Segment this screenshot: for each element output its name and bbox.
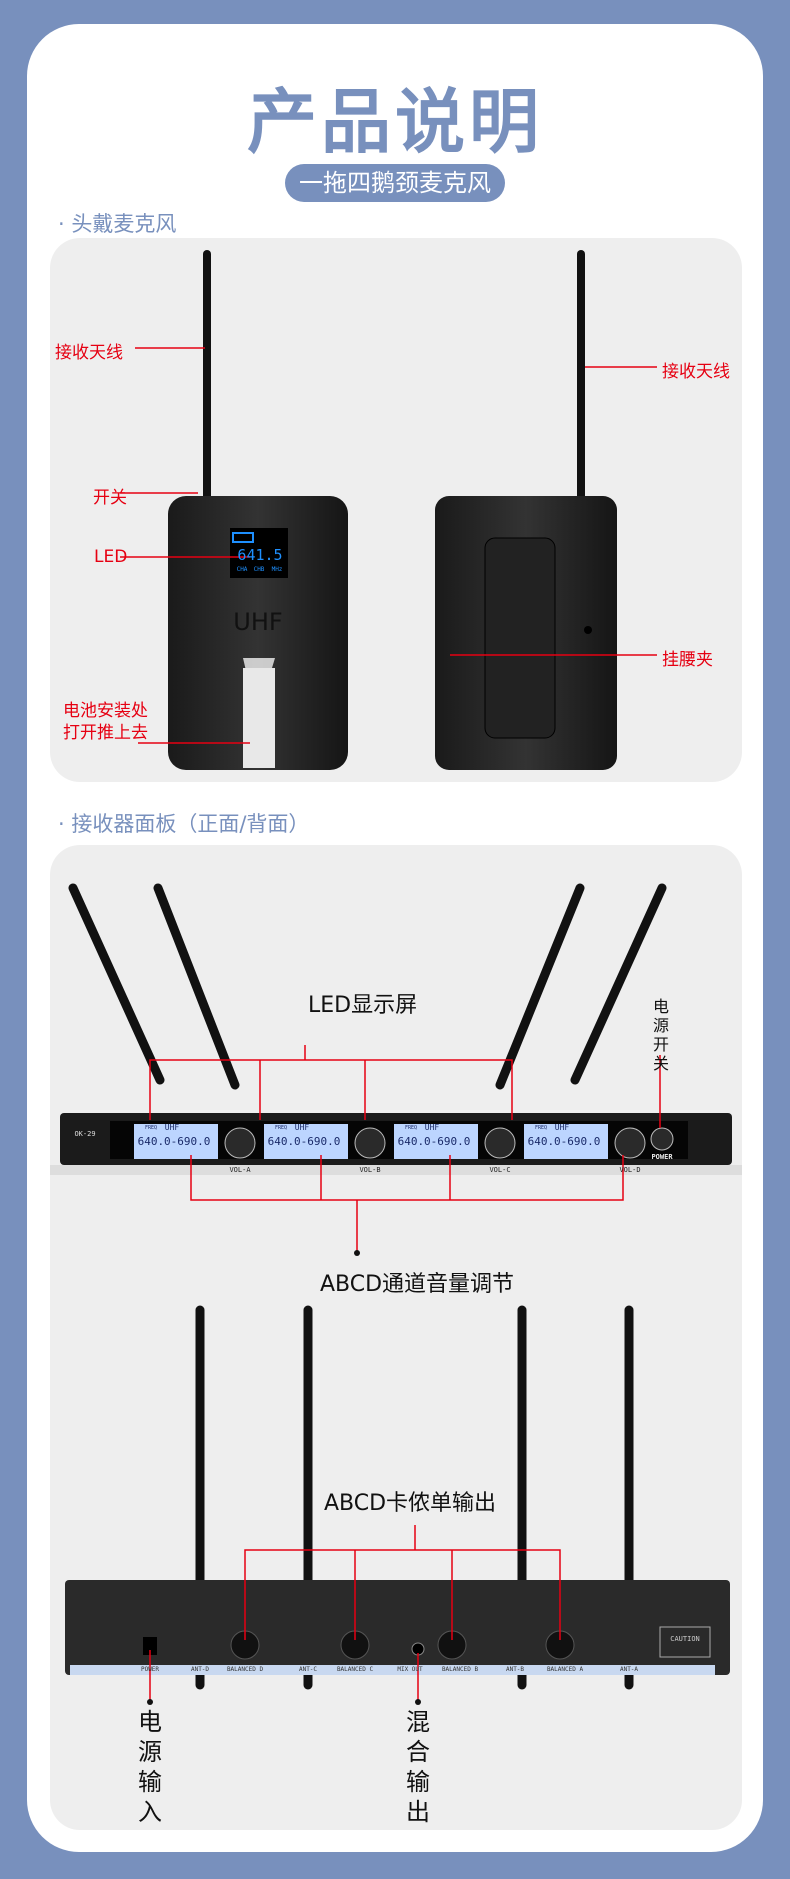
port-balanced-b: BALANCED B <box>441 1666 479 1673</box>
lcd-c-range: 640.0-690.0 <box>397 1135 471 1148</box>
front-antennas <box>68 883 667 1090</box>
port-ant-b: ANT-B <box>505 1666 525 1673</box>
label-volume: ABCD通道音量调节 <box>320 1272 515 1297</box>
bodypack-panel: 641.5 CHA CHB MHz UHF 接收天线 开关 LED 电池安装处 … <box>50 238 742 782</box>
label-belt-clip: 挂腰夹 <box>662 650 713 670</box>
lcd-d-freq: FREQ <box>534 1125 548 1131</box>
knob-vol-a[interactable]: VOL-A <box>229 1166 251 1174</box>
lcd-d-range: 640.0-690.0 <box>527 1135 601 1148</box>
port-balanced-c: BALANCED C <box>336 1666 374 1673</box>
lcd-b-range: 640.0-690.0 <box>267 1135 341 1148</box>
lcd-c-band: UHF <box>424 1123 440 1132</box>
lcd-a-range: 640.0-690.0 <box>137 1135 211 1148</box>
label-battery-2: 打开推上去 <box>63 723 148 743</box>
power-button-label[interactable]: POWER <box>651 1153 673 1161</box>
subtitle-badge: 一拖四鹅颈麦克风 <box>285 164 505 202</box>
label-antenna-left: 接收天线 <box>55 343 123 363</box>
display-mhz: MHz <box>271 566 283 573</box>
port-power: POWER <box>140 1666 160 1673</box>
port-ant-c: ANT-C <box>298 1666 318 1673</box>
port-ant-a: ANT-A <box>619 1666 639 1673</box>
knob-vol-c[interactable]: VOL-C <box>489 1166 511 1174</box>
label-led: LED <box>94 547 128 567</box>
front-receiver <box>50 1113 742 1175</box>
port-mix-out: MIX OUT <box>397 1666 423 1673</box>
lcd-b-band: UHF <box>294 1123 310 1132</box>
bodypack-illustration <box>120 250 657 770</box>
knob-vol-d[interactable]: VOL-D <box>619 1166 641 1174</box>
lcd-c-freq: FREQ <box>404 1125 418 1131</box>
lcd-b-freq: FREQ <box>274 1125 288 1131</box>
bodypack-back <box>435 250 617 770</box>
label-mix-out: 混合输出 <box>406 1708 430 1826</box>
bodypack-uhf-logo: UHF <box>233 608 283 636</box>
bodypack-frequency: 641.5 <box>237 546 283 564</box>
model-label: OK-29 <box>74 1130 96 1138</box>
page-title: 产品说明 <box>247 81 543 163</box>
receiver-illustration <box>50 883 742 1705</box>
lcd-d-band: UHF <box>554 1123 570 1132</box>
label-power-switch: 电源开关 <box>652 997 669 1073</box>
port-balanced-a: BALANCED A <box>546 1666 584 1673</box>
label-power-in: 电源输入 <box>138 1708 162 1826</box>
label-antenna-right: 接收天线 <box>662 362 730 382</box>
label-switch: 开关 <box>93 488 127 508</box>
lcd-a-freq: FREQ <box>144 1125 158 1131</box>
receiver-panel: OK-29 POWER FREQ UHF 640.0-690.0 FREQ UH… <box>50 845 742 1830</box>
lcd-a-band: UHF <box>164 1123 180 1132</box>
caution-label: CAUTION <box>670 1635 700 1643</box>
section-heading-headset: · 头戴麦克风 <box>58 212 177 236</box>
port-ant-d: ANT-D <box>190 1666 210 1673</box>
label-battery-1: 电池安装处 <box>63 701 148 721</box>
section-heading-receiver: · 接收器面板（正面/背面） <box>58 812 310 836</box>
port-balanced-d: BALANCED D <box>226 1666 264 1673</box>
knob-vol-b[interactable]: VOL-B <box>359 1166 381 1174</box>
display-chb: CHB <box>253 566 265 573</box>
label-xlr-out: ABCD卡侬单输出 <box>324 1491 497 1516</box>
display-cha: CHA <box>236 566 248 573</box>
label-led-display: LED显示屏 <box>308 993 418 1018</box>
rear-receiver <box>65 1580 730 1675</box>
bodypack-front <box>168 250 348 770</box>
